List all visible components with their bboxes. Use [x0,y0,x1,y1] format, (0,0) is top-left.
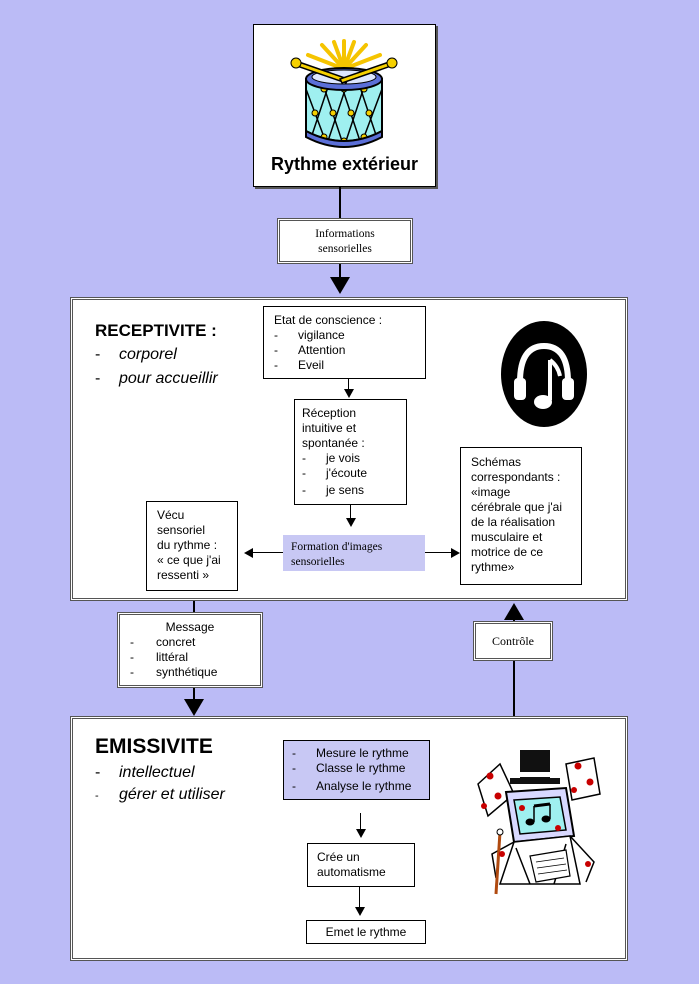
connector-line [513,661,515,717]
vecu-line: Vécu [157,508,185,522]
message-item: littéral [130,650,260,665]
message-title: Message [165,620,215,634]
arrow-down-head [346,518,356,527]
arrow-left-head [244,548,253,558]
schemas-line: cérébrale que j'ai [471,500,563,514]
receptivite-item: -corporel [95,346,177,363]
arrow-down-head [344,389,354,398]
cree-automatisme-box: Crée un automatisme [307,843,415,887]
etat-item: Attention [274,343,425,358]
receptivite-list: -corporel -pour accueillir [95,343,218,391]
schemas-line: «image [471,485,511,499]
emissivite-item: -gérer et utiliser [95,786,225,803]
receptivite-item: -pour accueillir [95,370,218,387]
reception-box: Réception intuitive et spontanée : je vo… [294,399,407,505]
arrow-down-head [330,277,350,294]
drum-icon [290,39,398,148]
reception-title-line: Réception [302,406,357,420]
message-item: synthétique [130,665,260,680]
vecu-line: du rythme : [157,538,218,552]
message-box: Message concret littéral synthétique [117,612,263,688]
etat-conscience-box: Etat de conscience : vigilance Attention… [263,306,426,379]
connector-line [360,813,361,830]
mesure-box: Mesure le rythme Classe le rythme Analys… [283,740,430,800]
connector-line [193,688,195,700]
formation-line1: Formation d'images [291,541,383,553]
reception-item: je sens [302,483,406,498]
etat-item: vigilance [274,328,425,343]
etat-item: Eveil [274,358,425,373]
schemas-box: Schémas correspondants : «image cérébral… [460,447,582,585]
schemas-line: de la réalisation [471,515,556,529]
informations-sensorielles-box: Informations sensorielles [277,218,413,264]
connector-line [339,264,341,278]
musician-computer-icon [477,750,601,895]
arrow-down-head [184,699,204,716]
connector-line [425,552,452,553]
mesure-item: Mesure le rythme [292,746,429,761]
connector-line [350,505,351,520]
reception-item: je vois [302,451,406,466]
reception-title-line: intuitive et [302,421,357,435]
emissivite-list: -intellectuel -gérer et utiliser [95,762,225,807]
emissivite-title: EMISSIVITE [95,735,213,758]
connector-line [513,619,515,622]
schemas-line: musculaire et [471,530,543,544]
rythme-exterieur-title: Rythme extérieur [270,154,419,174]
informations-label: Informations [315,228,375,240]
connector-line [253,552,283,553]
connector-line [348,379,349,391]
arrow-down-head [356,829,366,838]
arrow-down-head [355,907,365,916]
etat-title: Etat de conscience : [274,313,383,327]
rythme-exterieur-box: Rythme extérieur [253,24,436,187]
connector-line [339,187,341,218]
cree-line2: automatisme [317,865,386,879]
formation-line2: sensorielles [291,556,345,568]
music-note-headphones-icon [501,321,587,427]
reception-item: j'écoute [302,466,406,481]
formation-images-box: Formation d'images sensorielles [283,535,425,571]
vecu-line: « ce que j'ai [157,553,221,567]
emet-rythme-box: Emet le rythme [306,920,426,944]
connector-line [359,887,360,909]
receptivite-title: RECEPTIVITE : [95,321,217,340]
message-item: concret [130,635,260,650]
arrow-up-head [504,603,524,620]
emet-label: Emet le rythme [325,925,407,939]
controle-box: Contrôle [473,621,553,661]
arrow-right-head [451,548,460,558]
vecu-line: ressenti » [157,568,210,582]
controle-label: Contrôle [492,634,534,648]
mesure-item: Classe le rythme [292,761,429,776]
sensorielles-label: sensorielles [318,243,372,255]
connector-line [193,601,195,613]
emissivite-item: -intellectuel [95,764,195,781]
schemas-line: correspondants : [471,470,561,484]
schemas-line: rythme» [471,560,515,574]
mesure-item: Analyse le rythme [292,779,429,794]
vecu-line: sensoriel [157,523,206,537]
reception-title-line: spontanée : [302,436,365,450]
schemas-line: motrice de ce [471,545,544,559]
vecu-sensoriel-box: Vécu sensoriel du rythme : « ce que j'ai… [146,501,238,591]
cree-line1: Crée un [317,850,360,864]
schemas-line: Schémas [471,455,522,469]
